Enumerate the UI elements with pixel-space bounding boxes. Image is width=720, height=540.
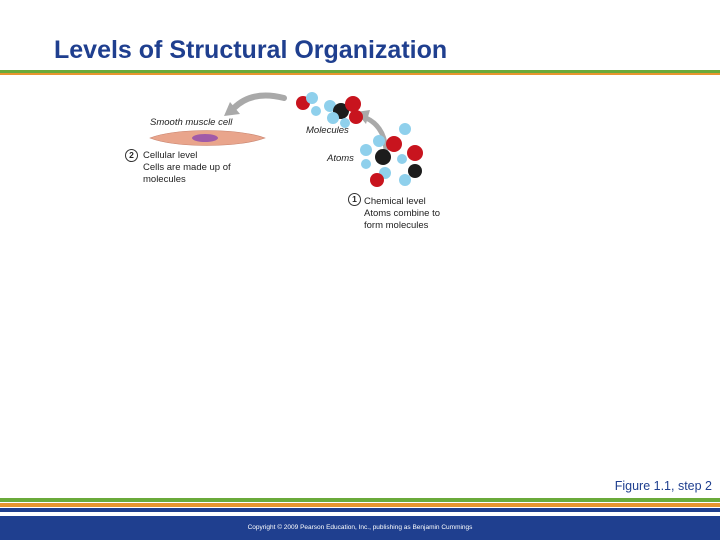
title-underline-green	[0, 70, 720, 73]
copyright-text: Copyright © 2009 Pearson Education, Inc.…	[247, 524, 473, 531]
step-1-number: 1	[348, 193, 361, 206]
footer-bar: Copyright © 2009 Pearson Education, Inc.…	[0, 516, 720, 540]
footer-stripe-green	[0, 498, 720, 502]
page-title: Levels of Structural Organization	[54, 36, 448, 64]
molecules-illustration	[296, 92, 363, 128]
figure-caption: Figure 1.1, step 2	[614, 479, 712, 493]
title-underline-orange	[0, 73, 720, 75]
footer-stripe-orange	[0, 503, 720, 507]
label-atoms: Atoms	[327, 153, 354, 164]
step-1-line-3: form molecules	[364, 220, 429, 231]
step-2-number: 2	[125, 149, 138, 162]
atoms-illustration	[360, 123, 423, 187]
footer-stripe-blue	[0, 508, 720, 512]
arrow-molecules-to-cell	[224, 92, 287, 116]
label-molecules: Molecules	[306, 125, 349, 136]
smooth-muscle-cell-illustration	[149, 130, 266, 146]
step-1-line-1: Chemical level	[364, 196, 426, 207]
step-1-line-2: Atoms combine to	[364, 208, 441, 219]
step-2-line-1: Cellular level	[143, 150, 198, 161]
label-smooth-muscle-cell: Smooth muscle cell	[150, 117, 233, 128]
step-2-line-3: molecules	[143, 174, 186, 185]
step-2-line-2: Cells are made up of	[143, 162, 231, 173]
